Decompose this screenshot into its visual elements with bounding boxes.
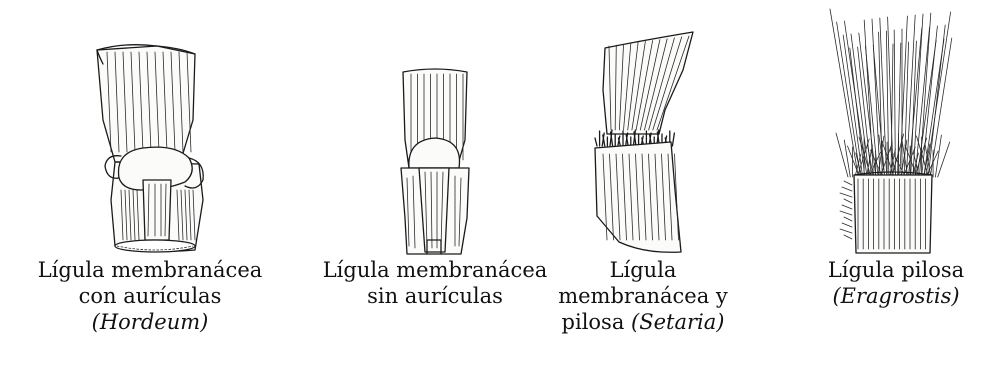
caption-line-2: membranácea y bbox=[558, 283, 728, 309]
caption-genus: (Eragrostis) bbox=[800, 283, 992, 309]
caption-line-1: Lígula membranácea bbox=[300, 257, 570, 283]
caption-ligule-membranous-hairy: Lígula membranácea y pilosa (Setaria) bbox=[558, 257, 728, 335]
illustration-ligule-membranous-hairy bbox=[585, 30, 705, 260]
illustration-ligule-without-auricles bbox=[385, 68, 485, 258]
caption-line-2: sin aurículas bbox=[300, 283, 570, 309]
caption-ligule-with-auricles: Lígula membranácea con aurículas (Hordeu… bbox=[0, 257, 300, 335]
caption-ligule-hairy: Lígula pilosa (Eragrostis) bbox=[800, 257, 992, 309]
caption-line-1: Lígula pilosa bbox=[800, 257, 992, 283]
illustration-ligule-with-auricles bbox=[85, 40, 225, 255]
caption-genus: (Hordeum) bbox=[0, 309, 300, 335]
caption-line-1: Lígula bbox=[558, 257, 728, 283]
caption-line-2: con aurículas bbox=[0, 283, 300, 309]
caption-line-1: Lígula membranácea bbox=[0, 257, 300, 283]
illustration-ligule-hairy bbox=[822, 5, 972, 255]
caption-line-3: pilosa (Setaria) bbox=[558, 309, 728, 335]
caption-ligule-without-auricles: Lígula membranácea sin aurículas bbox=[300, 257, 570, 309]
